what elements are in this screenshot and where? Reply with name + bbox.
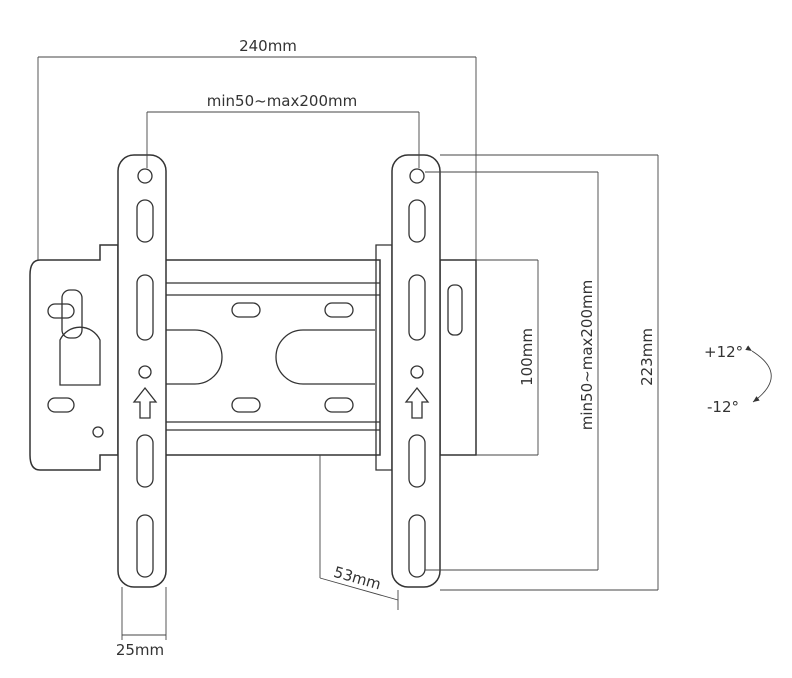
wall-plate-height-label: 100mm — [518, 328, 536, 386]
left-tv-arm — [117, 154, 167, 588]
tilt-indicator: +12° -12° — [704, 343, 772, 416]
arm-width-label: 25mm — [116, 641, 164, 659]
overall-width-label: 240mm — [239, 37, 297, 55]
tilt-up-label: +12° — [704, 343, 743, 361]
tilt-down-label: -12° — [707, 398, 739, 416]
wall-plate — [29, 244, 477, 471]
up-arrow-icon — [404, 386, 430, 419]
tilt-arrow-icon — [745, 345, 772, 403]
up-arrow-icon — [132, 386, 158, 419]
right-tv-arm — [391, 154, 441, 588]
overall-height-label: 223mm — [638, 328, 656, 386]
vertical-spacing-label: min50~max200mm — [578, 280, 596, 430]
horizontal-spacing-label: min50~max200mm — [207, 92, 357, 110]
dimension-lines — [37, 56, 659, 640]
